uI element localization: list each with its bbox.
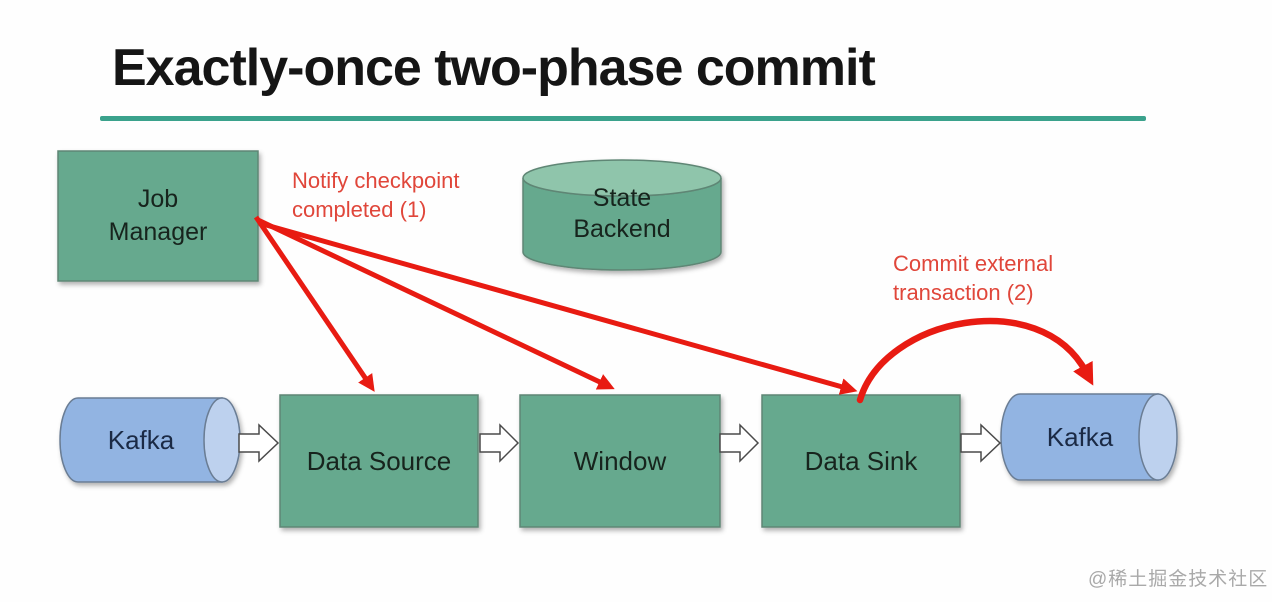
- state-backend-top: [522, 159, 722, 197]
- commit-arrow-sink-to-kafka: [856, 317, 1094, 404]
- notify-arrow-to-data-source: [253, 215, 375, 392]
- flow-arrow-window-to-sink: [719, 423, 760, 463]
- kafka-right-label: Kafka: [1046, 421, 1114, 452]
- window-box: [519, 394, 721, 528]
- job-manager-box: [57, 150, 259, 282]
- watermark: @稀土掘金技术社区: [1088, 569, 1269, 590]
- flow-arrow-sink-to-kafka: [960, 423, 1002, 463]
- flow-arrow-kafka-to-source: [238, 423, 280, 463]
- notify-arrow-to-data-sink: [258, 220, 858, 395]
- data-sink-box: [761, 394, 961, 528]
- job-manager-label: Job Manager: [108, 185, 208, 246]
- kafka-left-cylinder: [59, 397, 241, 483]
- state-backend-cylinder: [522, 159, 722, 271]
- data-source-label: Data Source: [306, 445, 452, 476]
- kafka-right-body: [1000, 393, 1159, 481]
- title-underline: [100, 116, 1146, 121]
- window-label: Window: [573, 445, 667, 476]
- flow-arrow-source-to-window: [479, 423, 520, 463]
- notify-arrow-to-window: [256, 217, 615, 390]
- kafka-right-cap: [1138, 393, 1178, 481]
- data-sink-label: Data Sink: [804, 445, 918, 476]
- commit-external-annotation: Commit external transaction (2): [893, 251, 1054, 305]
- state-backend-label: State Backend: [573, 184, 671, 243]
- data-source-box: [279, 394, 479, 528]
- notify-checkpoint-annotation: Notify checkpoint completed (1): [292, 168, 460, 222]
- kafka-right-cylinder: [1000, 393, 1178, 481]
- kafka-left-label: Kafka: [107, 424, 175, 455]
- page-title: Exactly-once two-phase commit: [112, 39, 876, 97]
- kafka-left-body: [59, 397, 223, 483]
